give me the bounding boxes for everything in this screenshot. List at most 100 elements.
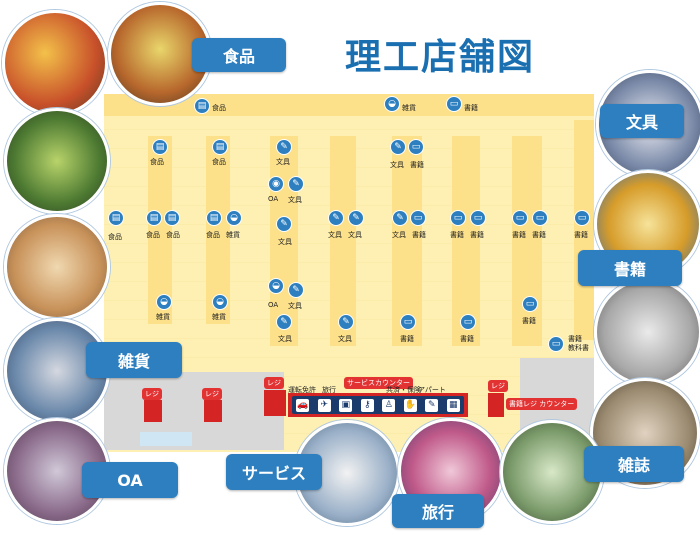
book-register-counter-label: 書籍レジ カウンター bbox=[506, 398, 578, 410]
books-icon-7: ▭ bbox=[532, 210, 548, 226]
shelf-2 bbox=[206, 136, 230, 324]
floor-area-left bbox=[104, 372, 284, 450]
food-icon-7: ▤ bbox=[206, 210, 222, 226]
goods-icon-4: ◒ bbox=[156, 294, 172, 310]
register-label-2: レジ bbox=[202, 388, 222, 400]
books-label-6: 書籍 bbox=[512, 231, 526, 239]
photo-drinks bbox=[4, 108, 110, 214]
label-goods[interactable]: 雑貨 bbox=[86, 342, 182, 378]
car-icon: 🚗 bbox=[296, 398, 310, 412]
label-travel[interactable]: 旅行 bbox=[392, 494, 484, 528]
label-service[interactable]: サービス bbox=[226, 454, 322, 490]
books-label-10: 書籍 bbox=[460, 335, 474, 343]
food-icon-6: ▤ bbox=[164, 210, 180, 226]
food-icon-2: ▤ bbox=[152, 139, 168, 155]
mutual-aid-label: 共済・保険 bbox=[386, 386, 421, 394]
goods-icon-3: ◒ bbox=[268, 278, 284, 294]
plane-icon: ✈ bbox=[317, 398, 331, 412]
shelf-4 bbox=[330, 136, 356, 346]
label-oa[interactable]: OA bbox=[82, 462, 178, 498]
books-icon-3: ▭ bbox=[410, 210, 426, 226]
food-label-7: 食品 bbox=[206, 231, 220, 239]
stationery-label-10: 文具 bbox=[338, 335, 352, 343]
books-label-1: 書籍 bbox=[464, 104, 478, 112]
photo-bakery bbox=[4, 214, 110, 320]
books-label-11: 書籍 bbox=[522, 317, 536, 325]
shelf-top-wall bbox=[104, 94, 594, 116]
register-4 bbox=[488, 393, 504, 417]
goods-icon-2: ◒ bbox=[226, 210, 242, 226]
goods-label-4: 雑貨 bbox=[156, 313, 170, 321]
photo-magazine-rack bbox=[500, 420, 604, 524]
stationery-label-9: 文具 bbox=[278, 335, 292, 343]
food-icon-5: ▤ bbox=[146, 210, 162, 226]
goods-label-2: 雑貨 bbox=[226, 231, 240, 239]
books-label-2: 書籍 bbox=[410, 161, 424, 169]
stationery-label-7: 文具 bbox=[392, 231, 406, 239]
label-food[interactable]: 食品 bbox=[192, 38, 286, 72]
entrance-mat bbox=[140, 432, 192, 446]
goods-icon-1: ◒ bbox=[384, 96, 400, 112]
oa-label-1: OA bbox=[268, 195, 279, 203]
stationery-icon-6: ✎ bbox=[348, 210, 364, 226]
books-label-3: 書籍 bbox=[412, 231, 426, 239]
books-label-5: 書籍 bbox=[470, 231, 484, 239]
stationery-label-8: 文具 bbox=[288, 302, 302, 310]
service-counter-label: サービスカウンター bbox=[344, 377, 413, 389]
page-title: 理工店舗図 bbox=[344, 37, 535, 78]
driving-school-label: 運転免許 bbox=[288, 386, 316, 394]
food-label-3: 食品 bbox=[212, 158, 226, 166]
goods-label-1: 雑貨 bbox=[402, 104, 416, 112]
books-icon-4: ▭ bbox=[450, 210, 466, 226]
register-label-1: レジ bbox=[142, 388, 162, 400]
books-icon-9: ▭ bbox=[400, 314, 416, 330]
travel-label: 旅行 bbox=[322, 386, 336, 394]
stationery-icon-9: ✎ bbox=[276, 314, 292, 330]
register-label-4: レジ bbox=[488, 380, 508, 392]
register-2 bbox=[204, 400, 222, 422]
stationery-label-4: 文具 bbox=[278, 238, 292, 246]
food-icon-4: ▤ bbox=[108, 210, 124, 226]
photo-food-shelf bbox=[2, 10, 108, 116]
books-label-12: 書籍 bbox=[568, 335, 582, 343]
shelf-3 bbox=[270, 136, 298, 346]
textbook-label: 教科書 bbox=[568, 344, 589, 352]
food-icon-3: ▤ bbox=[212, 139, 228, 155]
books-label-7: 書籍 bbox=[532, 231, 546, 239]
label-stationery[interactable]: 文具 bbox=[600, 104, 684, 138]
label-magazines[interactable]: 雑誌 bbox=[584, 446, 684, 482]
register-3 bbox=[264, 390, 286, 416]
key-icon: ⚷ bbox=[360, 398, 374, 412]
stationery-label-2: 文具 bbox=[390, 161, 404, 169]
stationery-label-1: 文具 bbox=[276, 158, 290, 166]
books-icon-10: ▭ bbox=[460, 314, 476, 330]
pen-icon: ✎ bbox=[425, 398, 439, 412]
stationery-label-6: 文具 bbox=[348, 231, 362, 239]
stationery-icon-3: ✎ bbox=[288, 176, 304, 192]
goods-label-5: 雑貨 bbox=[212, 313, 226, 321]
camera-icon: ▣ bbox=[339, 398, 353, 412]
food-label-6: 食品 bbox=[166, 231, 180, 239]
food-label-2: 食品 bbox=[150, 158, 164, 166]
building-icon: ▦ bbox=[446, 398, 460, 412]
stationery-icon-4: ✎ bbox=[276, 216, 292, 232]
books-label-8: 書籍 bbox=[574, 231, 588, 239]
shelf-5 bbox=[392, 136, 422, 346]
books-icon-11: ▭ bbox=[522, 296, 538, 312]
service-icons-bar: 🚗 ✈ ▣ ⚷ ♙ ✋ ✎ ▦ bbox=[292, 396, 464, 414]
books-icon-6: ▭ bbox=[512, 210, 528, 226]
oa-icon-1: ◉ bbox=[268, 176, 284, 192]
hand-icon: ✋ bbox=[403, 398, 417, 412]
register-label-3: レジ bbox=[264, 377, 284, 389]
register-1 bbox=[144, 400, 162, 422]
books-icon-2: ▭ bbox=[408, 139, 424, 155]
person-icon: ♙ bbox=[382, 398, 396, 412]
photo-books-shelf bbox=[594, 278, 700, 386]
books-icon-5: ▭ bbox=[470, 210, 486, 226]
books-icon-12: ▭ bbox=[548, 336, 564, 352]
books-label-9: 書籍 bbox=[400, 335, 414, 343]
stationery-label-5: 文具 bbox=[328, 231, 342, 239]
food-label-1: 食品 bbox=[212, 104, 226, 112]
goods-icon-5: ◒ bbox=[212, 294, 228, 310]
label-books[interactable]: 書籍 bbox=[578, 250, 682, 286]
